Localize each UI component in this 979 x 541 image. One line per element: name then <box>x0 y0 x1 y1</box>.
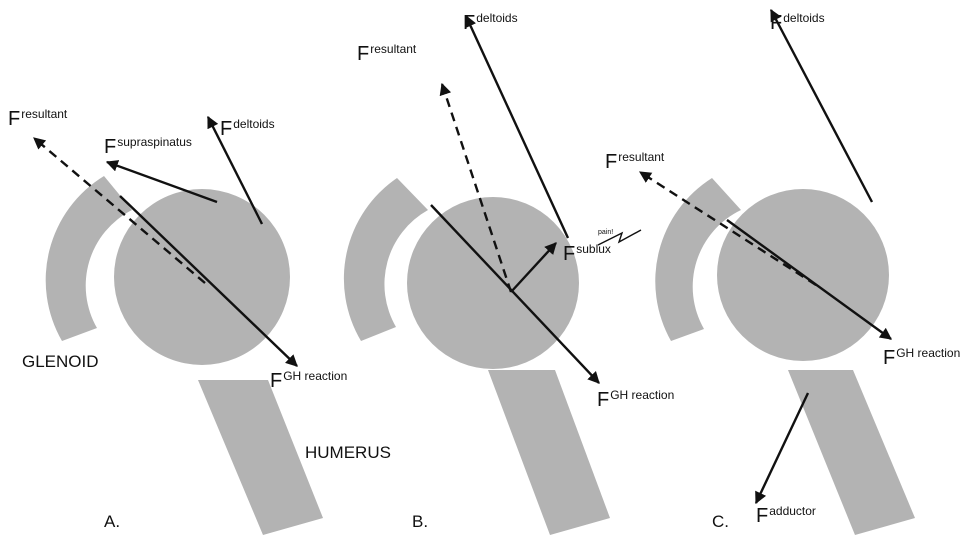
glenoid-label: GLENOID <box>22 353 99 370</box>
deltoids-label-a: Fdeltoids <box>220 118 275 139</box>
gh-reaction-label-b: FGH reaction <box>597 389 674 410</box>
adductor-arrow-c <box>756 393 808 503</box>
panel-c <box>640 10 915 535</box>
resultant-label-b: Fresultant <box>357 43 416 64</box>
panel-b-caption: B. <box>412 513 428 530</box>
humerus-shaft-b <box>488 370 610 535</box>
gh-reaction-label-c: FGH reaction <box>883 347 960 368</box>
supraspinatus-arrow-a <box>107 162 217 202</box>
resultant-label-a: Fresultant <box>8 108 67 129</box>
panel-c-caption: C. <box>712 513 729 530</box>
pain-label: pain! <box>598 229 613 236</box>
deltoids-label-c: Fdeltoids <box>770 12 825 33</box>
panel-a-caption: A. <box>104 513 120 530</box>
panel-a <box>34 117 323 535</box>
humeral-head-b <box>407 197 579 369</box>
gh-reaction-label-a: FGH reaction <box>270 370 347 391</box>
supraspinatus-label-a: Fsupraspinatus <box>104 136 192 157</box>
deltoids-arrow-c <box>771 10 872 202</box>
humerus-label: HUMERUS <box>305 444 391 461</box>
adductor-label-c: Fadductor <box>756 505 816 526</box>
resultant-label-c: Fresultant <box>605 151 664 172</box>
sublux-label-b: Fsublux <box>563 243 611 264</box>
deltoids-label-b: Fdeltoids <box>463 12 518 33</box>
